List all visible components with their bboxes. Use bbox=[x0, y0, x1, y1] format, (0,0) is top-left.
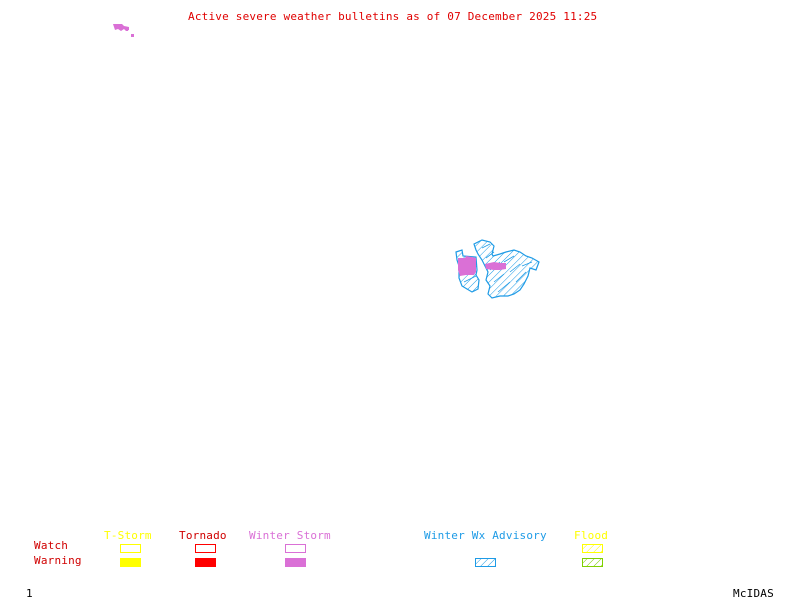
tornado-warning-swatch bbox=[195, 558, 216, 567]
brand-label: McIDAS bbox=[733, 587, 774, 600]
winter-storm-warning-area-nw bbox=[113, 24, 134, 37]
winter-storm-warning-swatch bbox=[285, 558, 306, 567]
tstorm-warning-swatch bbox=[120, 558, 141, 567]
legend-category-flood: Flood bbox=[574, 529, 609, 542]
legend-category-winter-wx-advisory: Winter Wx Advisory bbox=[424, 529, 547, 542]
legend-category-tornado: Tornado bbox=[179, 529, 227, 542]
flood-watch-swatch bbox=[582, 544, 603, 553]
winter-wx-advisory-swatch bbox=[475, 558, 496, 567]
legend-row-warning: Warning bbox=[34, 554, 82, 567]
tstorm-watch-swatch bbox=[120, 544, 141, 553]
legend-category-tstorm: T-Storm bbox=[104, 529, 152, 542]
winter-storm-watch-swatch bbox=[285, 544, 306, 553]
bulletin-title: Active severe weather bulletins as of 07… bbox=[188, 10, 598, 23]
tornado-watch-swatch bbox=[195, 544, 216, 553]
legend-row-watch: Watch bbox=[34, 539, 69, 552]
legend-category-winter-storm: Winter Storm bbox=[249, 529, 331, 542]
flood-warning-swatch bbox=[582, 558, 603, 567]
frame-number: 1 bbox=[26, 587, 33, 600]
winter-storm-warning-area-central bbox=[458, 256, 506, 276]
